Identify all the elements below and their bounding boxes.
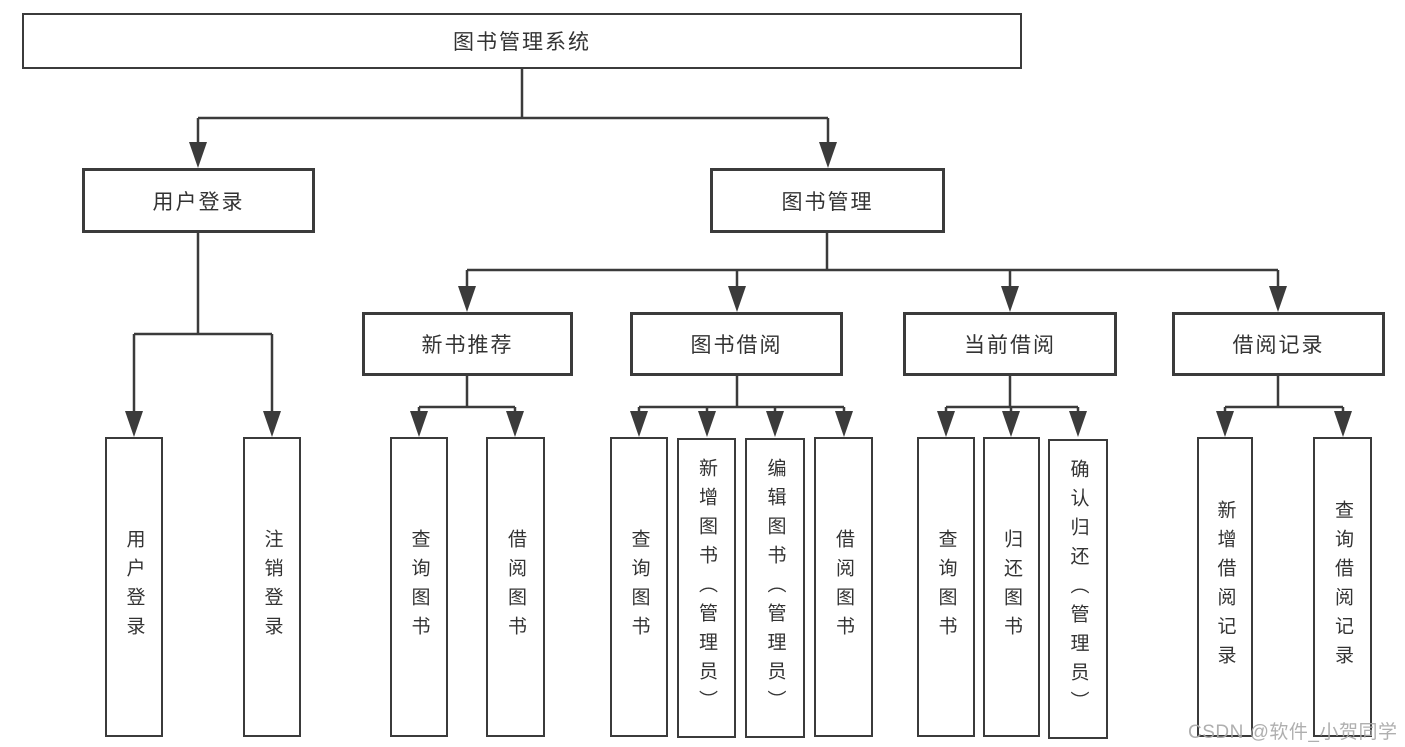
node-library-management-system: 图书管理系统	[22, 13, 1022, 69]
leaf-borrow-book-2: 借阅图书	[814, 437, 873, 737]
leaf-label: 借阅图书	[833, 529, 854, 645]
leaf-label: 新增借阅记录	[1214, 500, 1236, 674]
leaf-label: 查询图书	[408, 529, 430, 645]
leaf-label: 借阅图书	[505, 529, 526, 645]
leaf-return-book: 归还图书	[983, 437, 1040, 737]
leaf-label: 编辑图书（管理员）	[764, 457, 786, 719]
node-current-borrow: 当前借阅	[903, 312, 1117, 376]
leaf-label: 查询图书	[935, 529, 957, 645]
leaf-label: 归还图书	[1001, 529, 1022, 645]
leaf-label: 注销登录	[261, 529, 283, 645]
leaf-query-book-1: 查询图书	[390, 437, 448, 737]
watermark: CSDN @软件_小贺同学	[1188, 722, 1398, 743]
node-label: 图书管理系统	[453, 31, 591, 54]
node-borrow-record: 借阅记录	[1172, 312, 1385, 376]
leaf-edit-book-admin: 编辑图书（管理员）	[745, 438, 805, 738]
node-label: 用户登录	[152, 190, 245, 214]
arrowhead-icons	[125, 142, 1352, 437]
leaf-user-login: 用户登录	[105, 437, 163, 737]
node-label: 新书推荐	[421, 334, 514, 357]
leaf-label: 查询借阅记录	[1332, 500, 1353, 674]
leaf-label: 用户登录	[123, 529, 145, 645]
node-book-management: 图书管理	[710, 168, 945, 233]
node-new-book-recommend: 新书推荐	[362, 312, 573, 376]
node-book-borrow: 图书借阅	[630, 312, 843, 376]
leaf-label: 查询图书	[628, 529, 650, 645]
leaf-add-book-admin: 新增图书（管理员）	[677, 438, 736, 738]
node-label: 当前借阅	[964, 334, 1056, 357]
leaf-confirm-return-admin: 确认归还（管理员）	[1048, 439, 1108, 739]
leaf-query-book-2: 查询图书	[610, 437, 668, 737]
node-user-login: 用户登录	[82, 168, 315, 233]
node-label: 图书借阅	[690, 334, 783, 357]
leaf-borrow-book-1: 借阅图书	[486, 437, 545, 737]
leaf-label: 新增图书（管理员）	[696, 457, 717, 719]
node-label: 图书管理	[781, 190, 874, 214]
leaf-add-borrow-record: 新增借阅记录	[1197, 437, 1253, 737]
leaf-logout: 注销登录	[243, 437, 301, 737]
leaf-query-book-3: 查询图书	[917, 437, 975, 737]
node-label: 借阅记录	[1232, 334, 1325, 357]
leaf-label: 确认归还（管理员）	[1067, 458, 1089, 720]
leaf-query-borrow-record: 查询借阅记录	[1313, 437, 1372, 737]
